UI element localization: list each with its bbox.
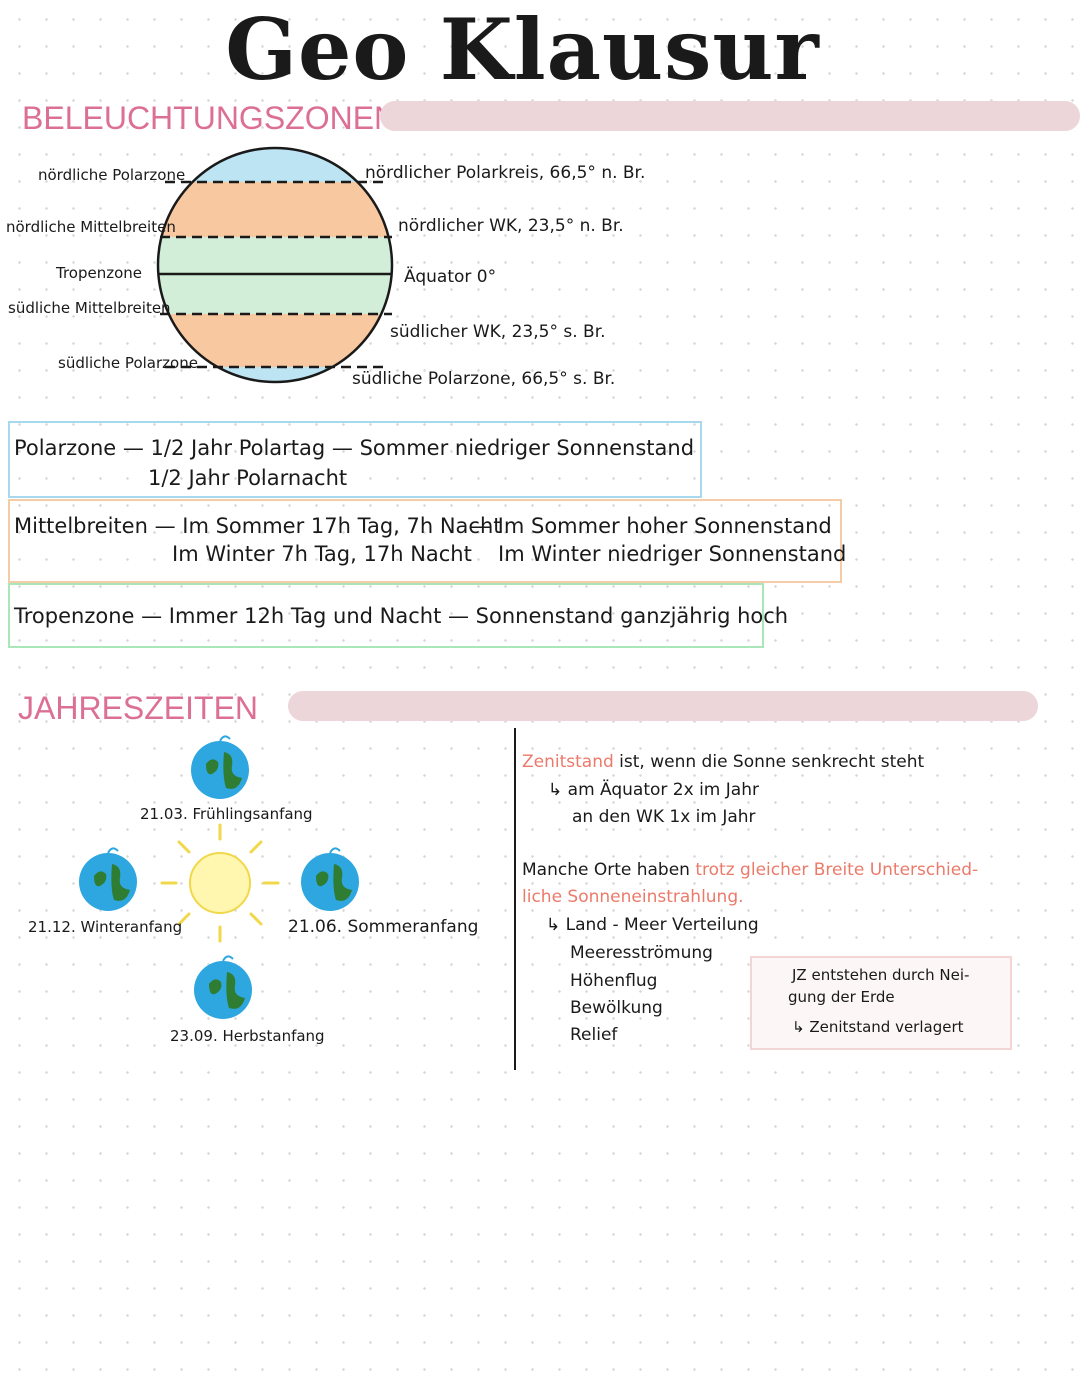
earth-icon [191, 736, 249, 799]
season-autumn-label: 23.09. Herbstanfang [170, 1025, 325, 1047]
tropic-box-line1: Tropenzone — Immer 12h Tag und Nacht — S… [14, 603, 788, 629]
notes-divider [514, 728, 516, 1070]
seasons-diagram [60, 725, 400, 1045]
mid-box-left2: Im Winter 7h Tag, 17h Nacht [172, 541, 472, 567]
places-text: Manche Orte haben [522, 860, 695, 880]
zenit-line1: ↳ am Äquator 2x im Jahr [548, 779, 759, 801]
earth-icon [301, 848, 359, 911]
section-heading-seasons: JAHRESZEITEN [18, 688, 258, 728]
zenit-term: Zenitstand [522, 752, 614, 772]
earth-icon [194, 956, 252, 1019]
polar-zone-box: Polarzone — 1/2 Jahr Polartag — Sommer n… [8, 421, 702, 498]
zenit-definition: Zenitstand ist, wenn die Sonne senkrecht… [522, 751, 924, 773]
mid-box-left1: Mittelbreiten — Im Sommer 17h Tag, 7h Na… [14, 513, 502, 539]
label-south-mid: südliche Mittelbreiten [8, 297, 171, 319]
label-tropic-north: nördlicher WK, 23,5° n. Br. [398, 215, 624, 237]
label-antarctic: südliche Polarzone, 66,5° s. Br. [352, 368, 615, 390]
factor-item: Höhenflug [570, 970, 657, 992]
zenit-def-text: ist, wenn die Sonne senkrecht steht [614, 752, 924, 772]
factor-item: ↳ Land - Meer Verteilung [546, 914, 759, 936]
label-tropics: Tropenzone [56, 262, 142, 284]
factor-item: Meeresströmung [570, 942, 713, 964]
heading-highlight-bar [288, 691, 1038, 721]
jz-note-box: JZ entstehen durch Nei- gung der Erde ↳ … [750, 956, 1012, 1050]
factor-item: Bewölkung [570, 997, 663, 1019]
label-north-mid: nördliche Mittelbreiten [6, 216, 176, 238]
label-arctic-circle: nördlicher Polarkreis, 66,5° n. Br. [365, 162, 645, 184]
season-spring-label: 21.03. Frühlingsanfang [140, 803, 313, 825]
label-tropic-south: südlicher WK, 23,5° s. Br. [390, 321, 606, 343]
tropic-zone-box: Tropenzone — Immer 12h Tag und Nacht — S… [8, 583, 764, 648]
factor-item: Relief [570, 1024, 617, 1046]
places-line1: Manche Orte haben trotz gleicher Breite … [522, 859, 978, 881]
mid-box-right1: — Im Sommer hoher Sonnenstand [470, 513, 832, 539]
jz-line2: gung der Erde [788, 986, 895, 1008]
section-heading-zones: BELEUCHTUNGSZONEN [22, 98, 397, 138]
label-south-polar: südliche Polarzone [58, 352, 198, 374]
label-equator: Äquator 0° [404, 266, 496, 288]
places-highlight: trotz gleicher Breite Unterschied- [695, 860, 978, 880]
page-title: Geo Klausur [0, 0, 1045, 100]
label-north-polar: nördliche Polarzone [38, 164, 185, 186]
season-winter-label: 21.12. Winteranfang [28, 916, 182, 938]
polar-box-line1: Polarzone — 1/2 Jahr Polartag — Sommer n… [14, 435, 694, 461]
zenit-line2: an den WK 1x im Jahr [572, 806, 756, 828]
mid-box-right2: Im Winter niedriger Sonnenstand [498, 541, 846, 567]
places-line2: liche Sonneneinstrahlung. [522, 886, 744, 908]
mid-zone-box: Mittelbreiten — Im Sommer 17h Tag, 7h Na… [8, 499, 842, 583]
jz-line3: ↳ Zenitstand verlagert [792, 1016, 964, 1038]
season-summer-label: 21.06. Sommeranfang [288, 916, 478, 938]
heading-highlight-bar [380, 101, 1080, 131]
polar-box-line2: 1/2 Jahr Polarnacht [148, 465, 347, 491]
earth-icon [79, 848, 137, 911]
jz-line1: JZ entstehen durch Nei- [792, 964, 969, 986]
